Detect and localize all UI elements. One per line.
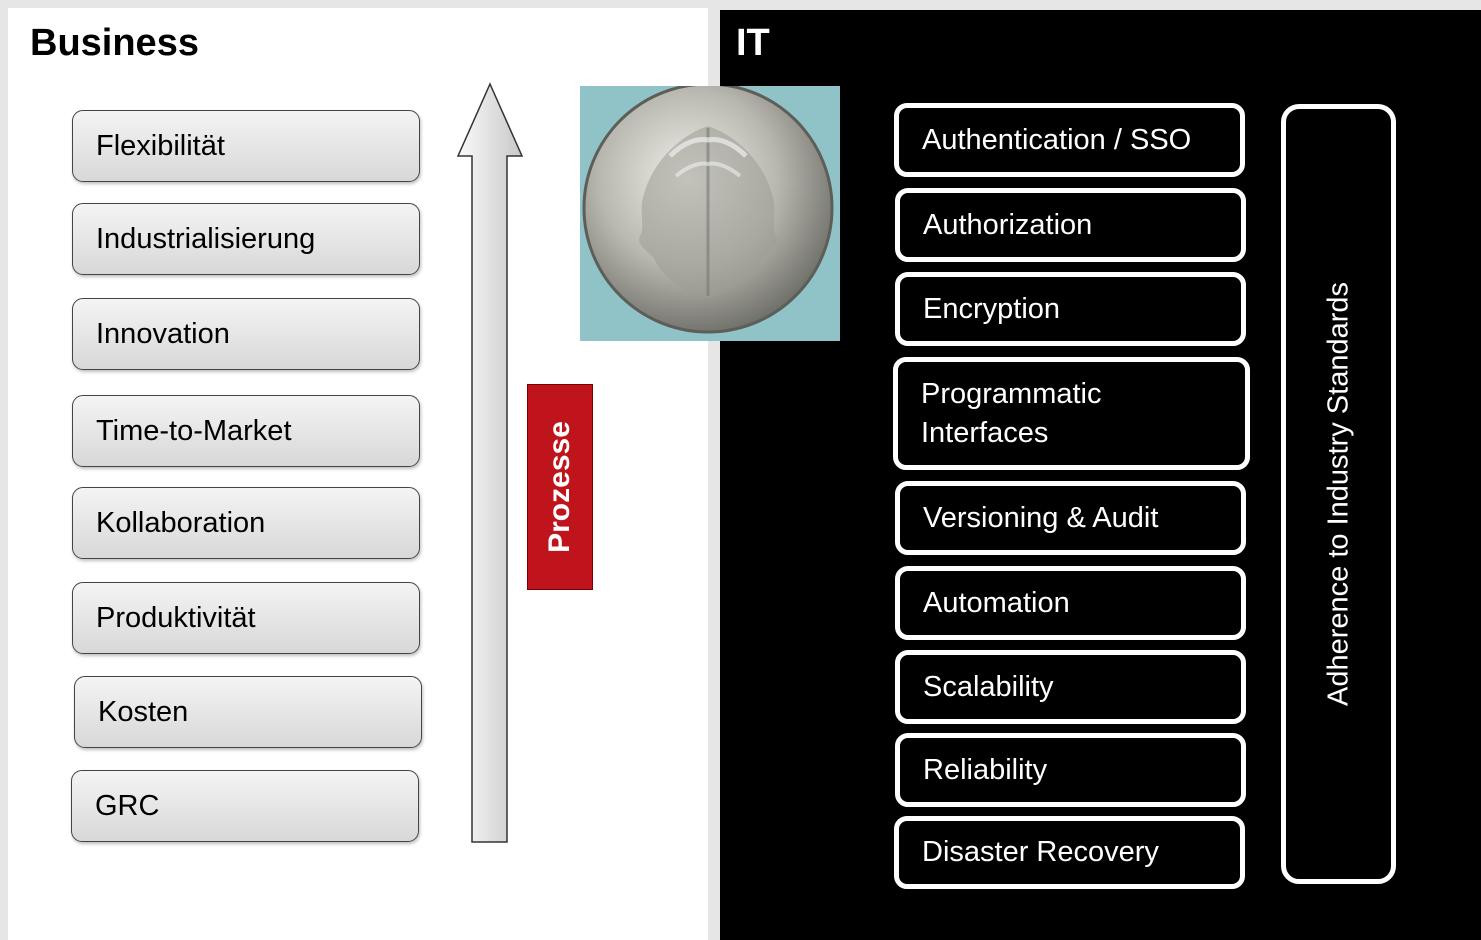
business-item-costs: Kosten bbox=[74, 676, 422, 748]
it-item-scalability: Scalability bbox=[895, 650, 1246, 724]
it-item-label: Reliability bbox=[923, 753, 1048, 786]
it-item-label: Authentication / SSO bbox=[922, 123, 1192, 156]
business-item-time-to-market: Time-to-Market bbox=[72, 395, 420, 467]
business-item-productivity: Produktivität bbox=[72, 582, 420, 654]
janus-coin-image bbox=[580, 86, 840, 341]
it-item-versioning-audit: Versioning & Audit bbox=[895, 481, 1246, 555]
it-item-encryption: Encryption bbox=[895, 272, 1246, 346]
industry-standards-box: Adherence to Industry Standards bbox=[1281, 104, 1396, 884]
business-item-label: Innovation bbox=[96, 317, 230, 350]
business-item-industrialization: Industrialisierung bbox=[72, 203, 420, 275]
it-item-label: Disaster Recovery bbox=[922, 836, 1159, 868]
it-item-authentication-sso: Authentication / SSO bbox=[894, 103, 1245, 177]
business-item-collaboration: Kollaboration bbox=[72, 487, 420, 559]
business-item-label: GRC bbox=[95, 789, 160, 822]
it-item-label: Encryption bbox=[923, 292, 1061, 325]
industry-standards-label: Adherence to Industry Standards bbox=[1322, 282, 1354, 706]
business-item-label: Produktivität bbox=[96, 601, 256, 634]
business-item-label: Kollaboration bbox=[96, 506, 266, 539]
it-item-label: Automation bbox=[923, 586, 1070, 619]
it-item-authorization: Authorization bbox=[895, 188, 1246, 262]
upward-arrow-icon bbox=[456, 82, 524, 843]
it-item-reliability: Reliability bbox=[895, 733, 1246, 807]
business-item-grc: GRC bbox=[71, 770, 419, 842]
business-item-label: Industrialisierung bbox=[96, 222, 316, 255]
it-item-label: Versioning & Audit bbox=[923, 501, 1159, 534]
it-item-label: Scalability bbox=[923, 670, 1054, 703]
process-label-text: Prozesse bbox=[543, 421, 576, 553]
business-item-flexibility: Flexibilität bbox=[72, 110, 420, 182]
process-label: Prozesse bbox=[527, 384, 593, 590]
it-item-label: Authorization bbox=[923, 208, 1093, 241]
business-title: Business bbox=[30, 22, 199, 64]
it-item-disaster-recovery: Disaster Recovery bbox=[894, 816, 1245, 889]
it-item-programmatic-interfaces: Programmatic Interfaces bbox=[893, 357, 1250, 470]
business-item-label: Kosten bbox=[98, 695, 189, 728]
it-item-automation: Automation bbox=[895, 566, 1246, 640]
business-item-innovation: Innovation bbox=[72, 298, 420, 370]
business-item-label: Time-to-Market bbox=[96, 414, 292, 447]
it-item-label: Programmatic Interfaces bbox=[921, 377, 1102, 449]
business-item-label: Flexibilität bbox=[96, 129, 225, 162]
it-title: IT bbox=[736, 22, 770, 64]
